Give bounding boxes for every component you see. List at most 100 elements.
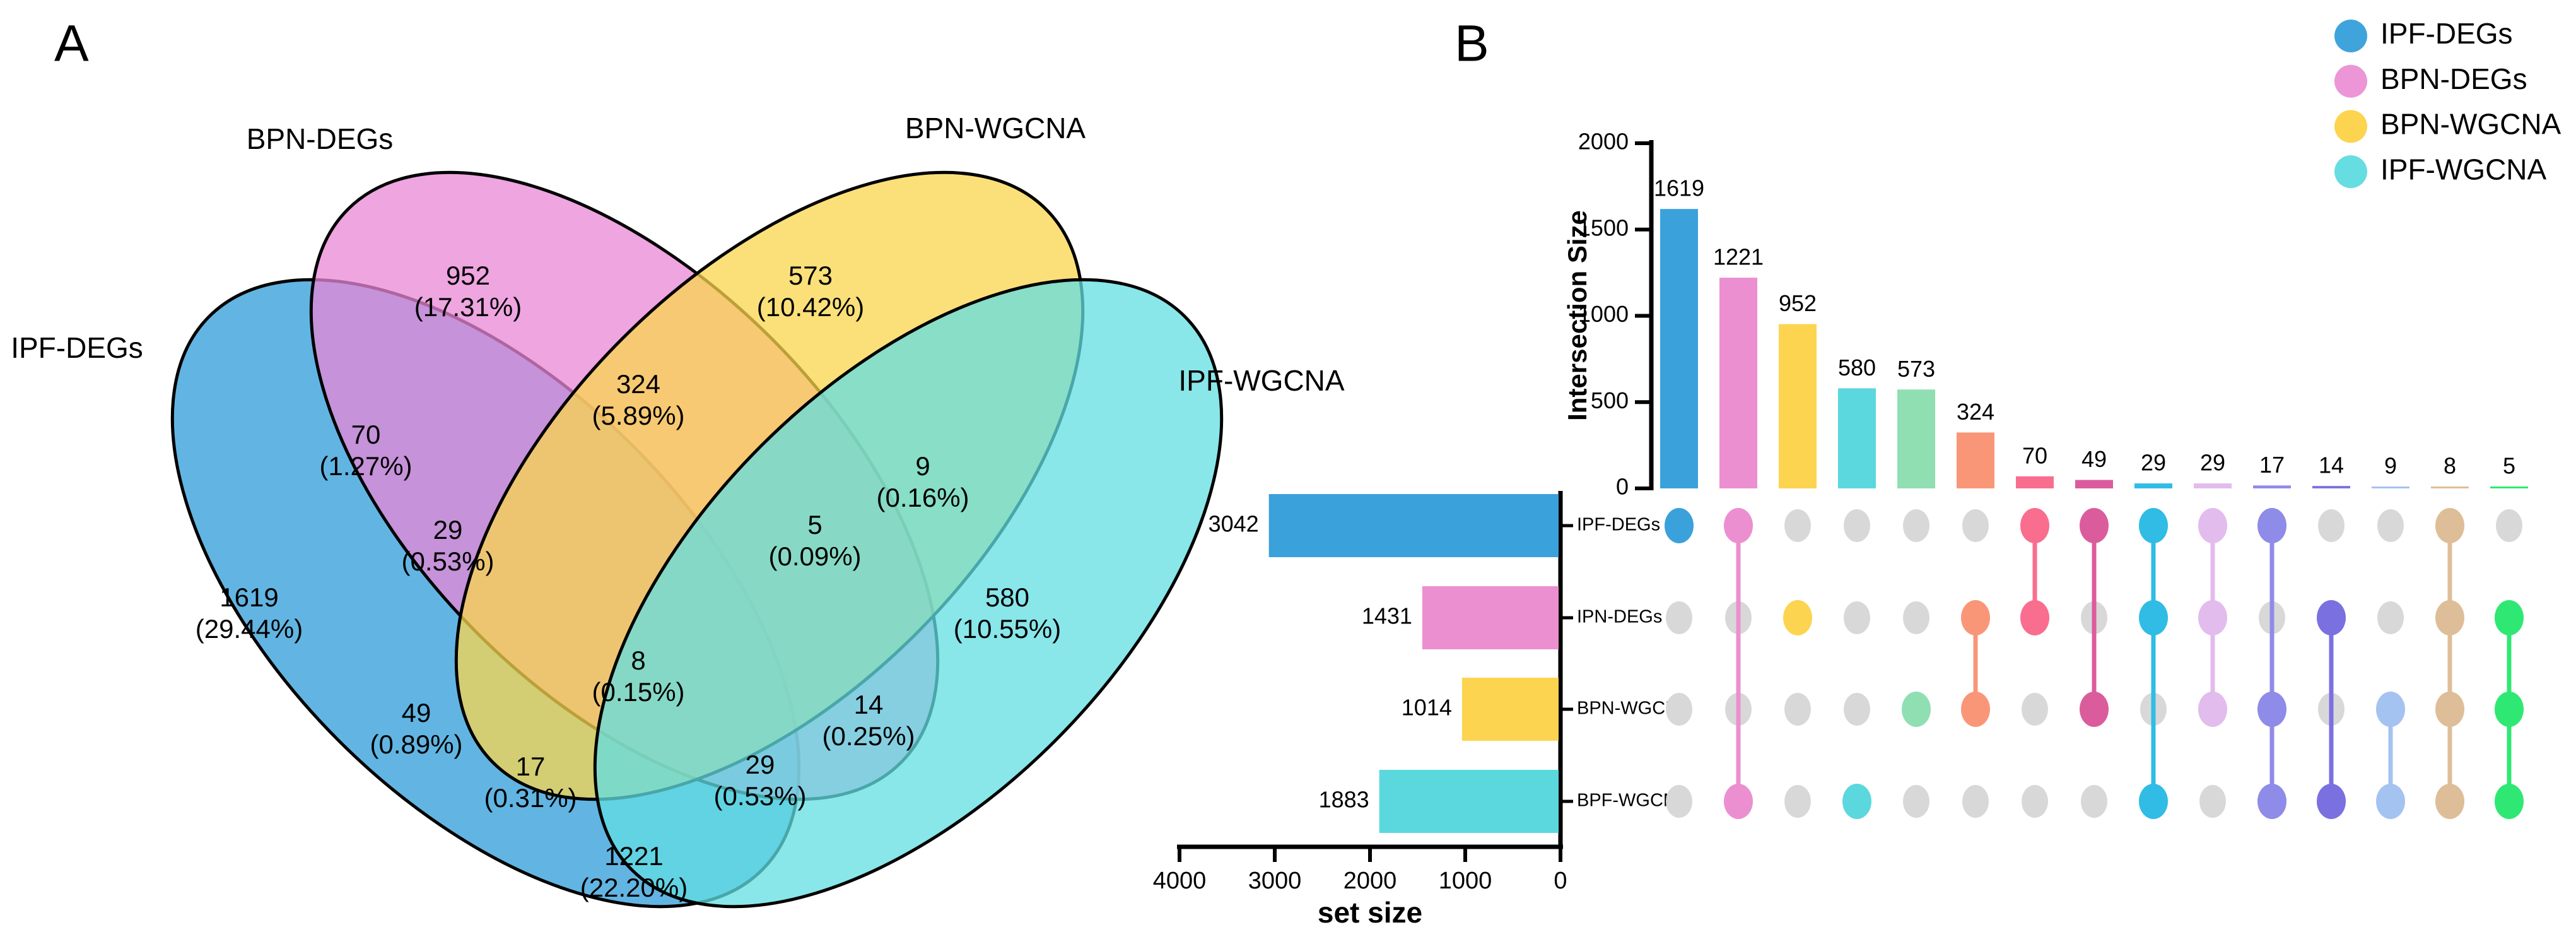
venn-region-count: 1221	[604, 841, 663, 871]
matrix-dot-active	[1842, 784, 1871, 819]
venn-region-count: 5	[807, 510, 822, 540]
matrix-dot-active	[2198, 692, 2227, 727]
venn-region-count: 29	[433, 515, 463, 545]
set-size-tick-label: 0	[1554, 868, 1567, 894]
venn-region-count: 49	[402, 698, 431, 728]
set-size-bar	[1422, 586, 1559, 649]
venn-region-count: 324	[616, 369, 660, 399]
matrix-dot-inactive	[1962, 509, 1989, 542]
venn-region-percent: (0.15%)	[592, 677, 684, 707]
matrix-dot-active	[2435, 784, 2464, 819]
matrix-dot-inactive	[2081, 785, 2107, 818]
legend-swatch-bpn-degs	[2334, 64, 2367, 98]
matrix-dot-active	[2020, 600, 2049, 635]
set-size-axis-title: set size	[1318, 896, 1422, 929]
set-size-bar	[1268, 494, 1559, 557]
matrix-dot-inactive	[2199, 785, 2226, 818]
intersection-bar	[2372, 487, 2409, 488]
intersection-bar	[1957, 432, 1994, 488]
venn-region-percent: (5.89%)	[592, 401, 684, 430]
matrix-dot-inactive	[2377, 601, 2404, 634]
venn-set-label: IPF-DEGs	[11, 331, 143, 364]
matrix-dot-inactive	[1903, 601, 1929, 634]
venn-region-percent: (29.44%)	[196, 614, 303, 644]
matrix-dot-inactive	[2318, 509, 2345, 542]
intersection-bar	[2312, 486, 2350, 488]
venn-region-count: 8	[631, 646, 645, 675]
intersection-bar-value: 17	[2259, 452, 2285, 478]
intersection-bar	[2194, 483, 2232, 488]
matrix-dot-active	[2317, 784, 2346, 819]
venn-region-percent: (0.53%)	[713, 781, 806, 811]
matrix-dot-inactive	[1844, 693, 1870, 726]
venn-region-count: 14	[854, 690, 884, 719]
intersection-bar-value: 8	[2444, 453, 2456, 479]
legend-swatch-bpn-wgcna	[2334, 110, 2367, 143]
matrix-dot-active	[2495, 692, 2524, 727]
intersection-bar-value: 952	[1779, 290, 1817, 316]
venn-region-percent: (0.53%)	[401, 546, 494, 576]
matrix-dot-active	[2020, 508, 2049, 543]
intersection-bar	[2075, 480, 2113, 488]
legend-label: BPN-DEGs	[2380, 62, 2527, 95]
legend-swatch-ipf-wgcna	[2334, 155, 2367, 189]
venn-region-percent: (22.20%)	[580, 873, 688, 902]
panel-b-label: B	[1455, 15, 1489, 73]
matrix-dot-inactive	[2377, 509, 2404, 542]
matrix-dot-inactive	[1844, 509, 1870, 542]
matrix-dot-inactive	[1903, 785, 1929, 818]
matrix-dot-inactive	[2022, 785, 2048, 818]
intersection-bar	[2253, 485, 2291, 488]
matrix-dot-active	[2139, 508, 2168, 543]
legend-label: IPF-WGCNA	[2380, 153, 2547, 186]
venn-set-label: IPF-WGCNA	[1178, 364, 1345, 397]
matrix-dot-inactive	[1903, 509, 1929, 542]
y-axis-tick-label: 1000	[1578, 301, 1629, 327]
intersection-bar	[1838, 388, 1876, 488]
intersection-bar	[2134, 483, 2172, 488]
matrix-dot-active	[2198, 600, 2227, 635]
venn-region-count: 952	[446, 261, 490, 290]
matrix-dot-active	[2257, 784, 2286, 819]
intersection-bar-value: 14	[2319, 452, 2344, 478]
venn-region-count: 29	[746, 750, 775, 779]
set-size-bar-value: 1883	[1319, 787, 1369, 813]
venn-region-percent: (10.42%)	[757, 292, 864, 322]
venn-region-percent: (1.27%)	[319, 451, 412, 481]
venn-set-label: BPN-DEGs	[247, 122, 394, 155]
matrix-dot-active	[1902, 692, 1931, 727]
matrix-dot-inactive	[1784, 785, 1811, 818]
venn-region-count: 9	[915, 451, 930, 481]
intersection-bar	[2490, 487, 2528, 488]
intersection-bar	[1660, 209, 1698, 488]
y-axis-tick-label: 0	[1616, 474, 1629, 500]
intersection-bar	[2016, 476, 2054, 488]
matrix-dot-active	[2257, 692, 2286, 727]
matrix-dot-active	[2435, 600, 2464, 635]
matrix-dot-active	[2495, 600, 2524, 635]
matrix-dot-active	[2139, 784, 2168, 819]
venn-region-percent: (17.31%)	[414, 292, 522, 322]
intersection-bar	[1779, 324, 1817, 488]
intersection-bar-value: 1619	[1654, 175, 1704, 201]
matrix-dot-active	[2495, 784, 2524, 819]
matrix-dot-active	[1724, 508, 1753, 543]
venn-region-percent: (0.09%)	[768, 541, 861, 571]
matrix-dot-inactive	[1784, 509, 1811, 542]
matrix-dot-active	[2376, 784, 2405, 819]
intersection-bar-value: 9	[2384, 453, 2397, 479]
set-size-tick-label: 1000	[1439, 868, 1492, 894]
intersection-bar-value: 29	[2200, 450, 2225, 476]
matrix-dot-active	[1783, 600, 1812, 635]
venn-region-percent: (0.16%)	[876, 483, 969, 512]
intersection-bar	[1719, 278, 1757, 488]
matrix-dot-inactive	[2022, 693, 2048, 726]
venn-region-percent: (0.31%)	[484, 783, 577, 813]
matrix-dot-inactive	[1962, 785, 1989, 818]
venn-region-percent: (0.25%)	[822, 721, 915, 751]
matrix-dot-active	[2435, 508, 2464, 543]
